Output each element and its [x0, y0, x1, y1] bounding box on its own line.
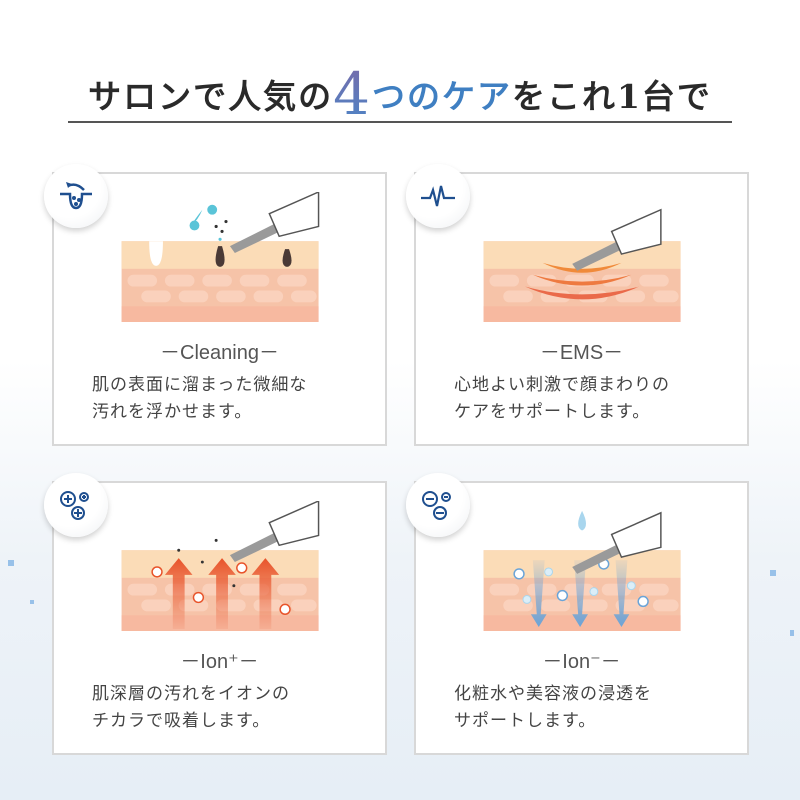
decor-speck	[8, 560, 14, 566]
ion-minus-illustration	[483, 510, 681, 631]
description-line: 心地よい刺激で顔まわりの	[454, 375, 670, 395]
feature-label: －EMS－	[539, 342, 624, 364]
decor-speck	[770, 570, 776, 576]
ion-minus-icon	[406, 473, 470, 537]
feature-label: －Ion⁺－	[180, 651, 259, 673]
ems-illustration	[483, 208, 681, 322]
feature-card-cleaning: －Cleaning－ 肌の表面に溜まった微細な汚れを浮かせます。	[44, 164, 387, 446]
feature-description: 化粧水や美容液の浸透をサポートします。	[454, 681, 652, 735]
description-line: 肌深層の汚れをイオンの	[92, 684, 290, 704]
ems-pulse-icon	[406, 164, 470, 228]
feature-card-ion-minus: －Ion⁻－ 化粧水や美容液の浸透をサポートします。	[406, 473, 749, 755]
description-line: サポートします。	[454, 711, 597, 731]
title-highlight: つのケア	[371, 77, 512, 116]
ion-plus-icon	[44, 473, 108, 537]
feature-description: 肌の表面に溜まった微細な汚れを浮かせます。	[92, 372, 307, 426]
description-line: 化粧水や美容液の浸透を	[454, 684, 652, 704]
page-title: サロンで人気の4つのケアをこれ1台で	[0, 60, 800, 128]
description-line: チカラで吸着します。	[92, 711, 271, 731]
description-line: 肌の表面に溜まった微細な	[92, 375, 308, 395]
feature-card-ems: －EMS－ 心地よい刺激で顔まわりのケアをサポートします。	[406, 164, 749, 446]
cleaning-illustration	[121, 192, 320, 322]
cleaning-pore-icon	[44, 164, 108, 228]
ion-plus-illustration	[121, 501, 320, 631]
title-divider	[68, 121, 732, 123]
title-text: をこれ1台で	[511, 77, 712, 116]
feature-description: 肌深層の汚れをイオンのチカラで吸着します。	[92, 681, 290, 735]
description-line: 汚れを浮かせます。	[92, 402, 253, 422]
decor-speck	[790, 630, 794, 636]
title-number: 4	[333, 60, 372, 128]
feature-label: －Cleaning－	[160, 342, 279, 364]
feature-description: 心地よい刺激で顔まわりのケアをサポートします。	[454, 372, 670, 426]
description-line: ケアをサポートします。	[454, 402, 651, 422]
decor-speck	[30, 600, 34, 604]
feature-label: －Ion⁻－	[542, 651, 621, 673]
title-text: サロンで人気の	[88, 77, 334, 116]
feature-card-ion-plus: －Ion⁺－ 肌深層の汚れをイオンのチカラで吸着します。	[44, 473, 387, 755]
